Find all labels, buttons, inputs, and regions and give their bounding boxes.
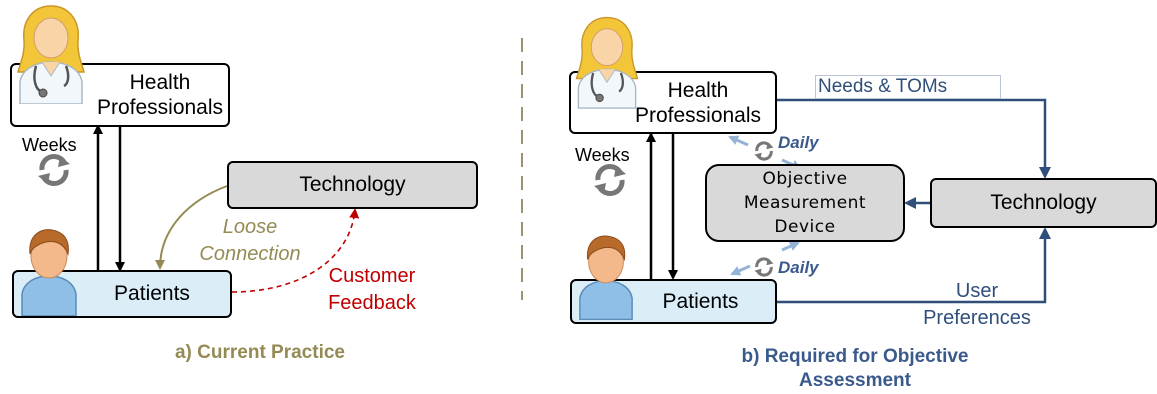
doctor-icon [575, 16, 639, 109]
daily-top-label: Daily [778, 133, 819, 152]
customer-feedback-label: Customer Feedback [312, 263, 432, 317]
left-weeks-label: Weeks [22, 135, 77, 155]
right-technology-label: Technology [990, 191, 1097, 214]
user-preferences-arrow [777, 227, 1051, 304]
objective-measurement-device-label: Objective Measurement Device [743, 169, 867, 237]
left-technology-label: Technology [299, 173, 406, 196]
cycle-icon [754, 257, 774, 277]
objective-measurement-device-box: Objective Measurement Device [705, 164, 905, 242]
right-health-professionals-label: Health Professionals [634, 78, 762, 127]
cycle-icon [594, 164, 626, 196]
right-technology-box: Technology [930, 178, 1157, 228]
customer-feedback-arrow [231, 208, 360, 293]
left-technology-box: Technology [227, 161, 478, 209]
loose-connection-label: Loose Connection [190, 214, 310, 268]
user-preferences-label: User Preferences [908, 278, 1046, 332]
daily-bottom-arrow-a [781, 241, 800, 252]
daily-bottom-label: Daily [778, 258, 819, 277]
right-weeks-label: Weeks [575, 145, 630, 165]
doctor-icon [17, 5, 85, 104]
cycle-icon [754, 141, 774, 161]
patient-icon [21, 229, 77, 316]
loose-connection-text: Loose Connection [199, 216, 301, 265]
needs-toms-label: Needs & TOMs [815, 75, 1001, 99]
patient-icon [579, 235, 633, 320]
right-caption: b) Required for Objective Assessment [741, 346, 969, 391]
needs-toms-arrow [776, 98, 1051, 179]
daily-top-arrow-a [728, 135, 749, 147]
left-health-professionals-label: Health Professionals [96, 71, 224, 119]
left-patients-label: Patients [114, 282, 190, 305]
needs-toms-text: Needs & TOMs [818, 76, 948, 97]
loose-connection-arrow [155, 185, 228, 270]
right-patients-label: Patients [662, 289, 739, 313]
cycle-icon [38, 154, 70, 186]
customer-feedback-text: Customer Feedback [328, 265, 416, 314]
user-preferences-text: User Preferences [923, 280, 1031, 329]
left-caption: a) Current Practice [174, 342, 345, 363]
daily-bottom-arrow-b [730, 264, 751, 276]
